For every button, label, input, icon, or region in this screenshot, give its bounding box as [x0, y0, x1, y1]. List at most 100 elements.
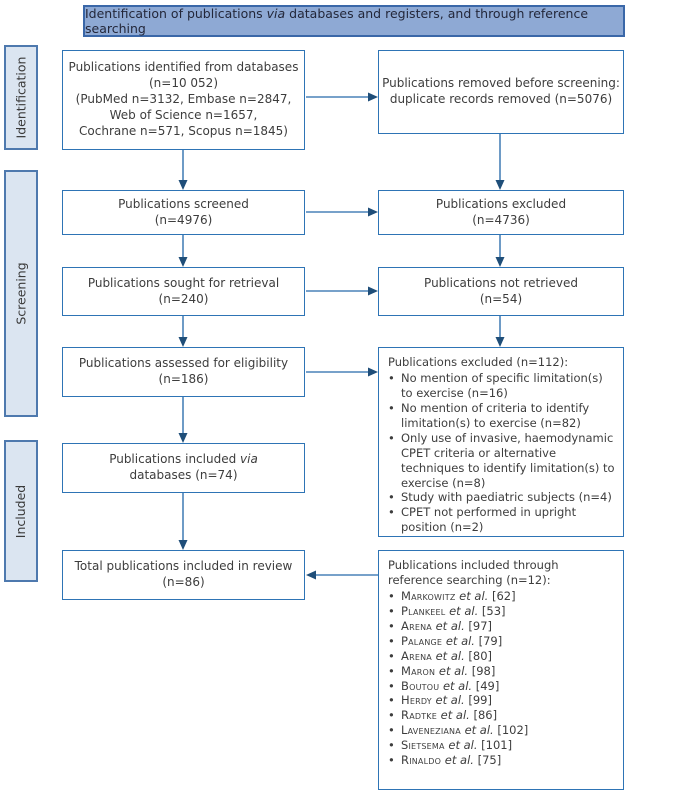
reference-item: • Markowitz et al. [62] [388, 589, 617, 604]
arrow-sought-to-assessed [178, 316, 188, 347]
reference-item: •Maron et al. [98] [388, 664, 617, 679]
reference-item: • Herdy et al. [99] [388, 693, 617, 708]
box-publications-included-via-databases: Publications included via databases (n=7… [62, 443, 305, 493]
bullet-icon: • [388, 738, 395, 753]
reference-text: Arena et al. [97] [401, 618, 492, 633]
box-line: Cochrane n=571, Scopus n=1845) [79, 123, 288, 138]
bullet-icon: • [388, 370, 395, 385]
bullet-icon: • [388, 490, 395, 505]
reference-text: Herdy et al. [99] [401, 693, 492, 708]
arrow-assessed-to-excluded112 [306, 367, 378, 377]
box-publications-sought: Publications sought for retrieval (n=240… [62, 267, 305, 316]
sidebar-label-included: Included [4, 440, 38, 582]
box-line: Web of Science n=1657, [109, 107, 258, 122]
box-publications-screened: Publications screened (n=4976) [62, 190, 305, 235]
reference-item: • Radtke et al. [86] [388, 708, 617, 723]
reference-item: • Arena et al. [80] [388, 649, 617, 664]
exclusion-reason: • Study with paediatric subjects (n=4) [388, 490, 617, 505]
box-line: (n=10 052) [148, 76, 218, 91]
reference-list: • Markowitz et al. [62] • Plankeel et al. … [388, 589, 617, 768]
reference-text: Arena et al. [80] [401, 648, 492, 663]
bullet-icon: • [388, 618, 395, 633]
box-line: Publications included via [109, 452, 258, 467]
box-publications-identified: Publications identified from databases (… [62, 50, 305, 150]
exclusion-reason-text: CPET not performed in upright position (… [401, 505, 577, 535]
arrow-notretrieved-to-excluded112 [495, 316, 505, 347]
box-line: Publications identified from databases [68, 60, 299, 75]
bullet-icon: • [388, 588, 395, 603]
arrow-screened-to-excluded [306, 207, 378, 217]
exclusion-reason-text: Only use of invasive, haemodynamic CPET … [401, 430, 615, 490]
exclusion-reason-text: No mention of criteria to identify limit… [401, 400, 590, 430]
reference-item: • Palange et al. [79] [388, 634, 617, 649]
reference-item: • Laveneziana et al. [102] [388, 723, 617, 738]
reference-item: •Boutou et al. [49] [388, 679, 617, 694]
exclusion-reason: • CPET not performed in upright position … [388, 505, 617, 535]
sidebar-label-text: Identification [13, 56, 29, 139]
box-line: Publications not retrieved [424, 275, 578, 290]
arrow-includedvia-to-total [178, 493, 188, 550]
box-line: (n=4976) [154, 212, 213, 227]
box-title: Publications included through reference … [388, 558, 559, 587]
bullet-icon: • [388, 633, 395, 648]
arrow-excluded-to-notretrieved [495, 235, 505, 267]
reference-item: • Plankeel et al. [53] [388, 604, 617, 619]
arrow-assessed-to-includedvia [178, 397, 188, 443]
arrow-sought-to-notretrieved [306, 286, 378, 296]
exclusion-reason: •No mention of criteria to identify limi… [388, 401, 617, 431]
reference-text: Sietsema et al. [101] [401, 738, 513, 753]
box-publications-included-reference-searching: Publications included through reference … [378, 550, 624, 790]
box-line: duplicate records removed (n=5076) [389, 92, 613, 106]
reference-text: Rinaldo et al. [75] [401, 753, 502, 768]
bullet-icon: • [388, 708, 395, 723]
box-total-publications-included: Total publications included in review (n… [62, 550, 305, 600]
box-title: Publications excluded (n=112): [388, 355, 569, 369]
arrow-identified-to-screened [178, 150, 188, 190]
box-line: Publications removed before screening: [382, 76, 620, 91]
bullet-icon: • [388, 430, 395, 445]
bullet-icon: • [388, 648, 395, 663]
bullet-icon: • [388, 678, 395, 693]
bullet-icon: • [388, 505, 395, 520]
sidebar-label-identification: Identification [4, 45, 38, 150]
reference-item: • Rinaldo et al. [75] [388, 753, 617, 768]
bullet-icon: • [388, 603, 395, 618]
arrow-removed-to-excluded [495, 134, 505, 190]
box-line: (n=186) [158, 372, 209, 386]
exclusion-reason: • Only use of invasive, haemodynamic CPET… [388, 431, 617, 491]
box-line: Publications screened [118, 196, 249, 211]
exclusion-reason-text: Study with paediatric subjects (n=4) [401, 490, 612, 505]
box-line: (n=240) [158, 291, 209, 306]
box-publications-removed-before-screening: Publications removed before screening: d… [378, 50, 624, 134]
exclusion-reason-text: No mention of specific limitation(s) to … [401, 370, 603, 400]
reference-text: Markowitz et al. [62] [401, 588, 516, 603]
box-publications-excluded-eligibility: Publications excluded (n=112): •No menti… [378, 347, 624, 537]
box-line: databases (n=74) [129, 468, 238, 482]
reference-text: Laveneziana et al. [102] [401, 723, 529, 738]
exclusion-reason: • No mention of specific limitation(s) to… [388, 371, 617, 401]
box-publications-assessed: Publications assessed for eligibility (n… [62, 347, 305, 397]
sidebar-label-screening: Screening [4, 170, 38, 417]
bullet-icon: • [388, 693, 395, 708]
bullet-icon: • [388, 723, 395, 738]
bullet-icon: • [388, 663, 395, 678]
box-line: (n=54) [479, 291, 523, 306]
box-line: Publications sought for retrieval [87, 275, 280, 290]
reference-text: Radtke et al. [86] [401, 708, 498, 723]
exclusion-reasons-list: • No mention of specific limitation(s) to… [388, 371, 617, 535]
sidebar-label-text: Screening [13, 262, 29, 325]
reference-text: Palange et al. [79] [401, 633, 503, 648]
box-publications-not-retrieved: Publications not retrieved (n=54) [378, 267, 624, 316]
header-banner: Identification of publications via datab… [83, 5, 625, 37]
box-line: Total publications included in review [74, 559, 293, 574]
box-line: (PubMed n=3132, Embase n=2847, [75, 92, 292, 107]
box-line: (n=4736) [472, 212, 530, 227]
box-publications-excluded-screening: Publications excluded (n=4736) [378, 190, 624, 235]
sidebar-label-text: Included [13, 484, 29, 538]
reference-text: Plankeel et al. [53] [401, 603, 506, 618]
arrow-identified-to-removed [306, 92, 378, 102]
bullet-icon: • [388, 753, 395, 768]
reference-item: • Arena et al. [97] [388, 619, 617, 634]
